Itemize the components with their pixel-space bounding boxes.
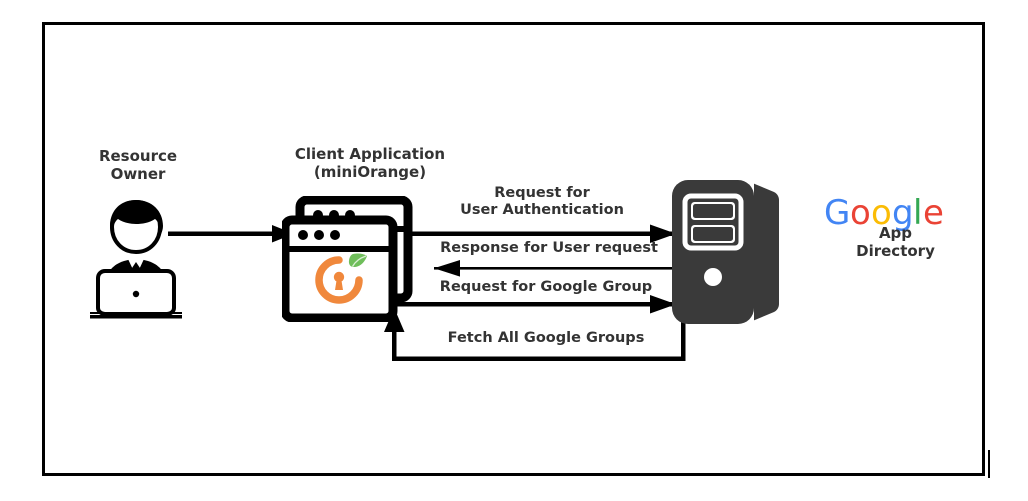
client-application-label: Client Application (miniOrange) bbox=[270, 145, 470, 181]
client-application-label-line1: Client Application bbox=[294, 145, 446, 163]
edges-client-server-group bbox=[378, 196, 698, 376]
edge-response-user-request bbox=[434, 260, 682, 277]
google-letter-o1: o bbox=[850, 196, 870, 232]
figure-frame bbox=[42, 22, 985, 476]
edge-label-fetch-all-google-groups: Fetch All Google Groups bbox=[412, 330, 680, 347]
frame-edge-tick bbox=[988, 450, 990, 478]
edge-label-fetch-line1: Fetch All Google Groups bbox=[447, 330, 645, 346]
google-wordmark: G o o g l e bbox=[824, 193, 970, 233]
edge-fetch-all-google-groups bbox=[384, 306, 686, 361]
resource-owner-label-line2: Owner bbox=[110, 164, 166, 183]
google-letter-g2: g bbox=[892, 196, 913, 232]
google-caption-line1: App bbox=[878, 224, 913, 242]
person-at-laptop-icon bbox=[84, 196, 188, 320]
server-tower-icon bbox=[664, 176, 782, 328]
miniorange-logo bbox=[315, 253, 367, 304]
google-letter-l: l bbox=[913, 196, 921, 232]
edge-label-auth-line1: Request for bbox=[494, 185, 590, 201]
google-caption-line2: Directory bbox=[856, 241, 935, 260]
edge-label-request-user-authentication: Request for User Authentication bbox=[412, 185, 672, 219]
resource-owner-label-line1: Resource bbox=[98, 147, 178, 165]
edge-owner-to-client bbox=[168, 218, 296, 250]
edge-request-google-group bbox=[396, 295, 676, 314]
edge-label-response-line1: Response for User request bbox=[440, 240, 658, 256]
edge-label-auth-line2: User Authentication bbox=[460, 202, 624, 219]
edge-request-user-authentication bbox=[408, 224, 676, 243]
edge-label-response-user-request: Response for User request bbox=[420, 240, 678, 257]
google-letter-e: e bbox=[923, 196, 943, 232]
edge-label-reqgroup-line1: Request for Google Group bbox=[439, 279, 653, 295]
google-app-directory-caption: App Directory bbox=[828, 224, 963, 260]
resource-owner-label: Resource Owner bbox=[68, 147, 208, 183]
browser-window-front bbox=[280, 215, 398, 323]
edge-label-request-google-group: Request for Google Group bbox=[418, 279, 674, 296]
google-letter-o2: o bbox=[871, 196, 891, 232]
browser-windows-icon bbox=[280, 195, 422, 323]
google-letter-g1: G bbox=[824, 196, 849, 232]
client-application-label-line2: (miniOrange) bbox=[313, 162, 427, 181]
